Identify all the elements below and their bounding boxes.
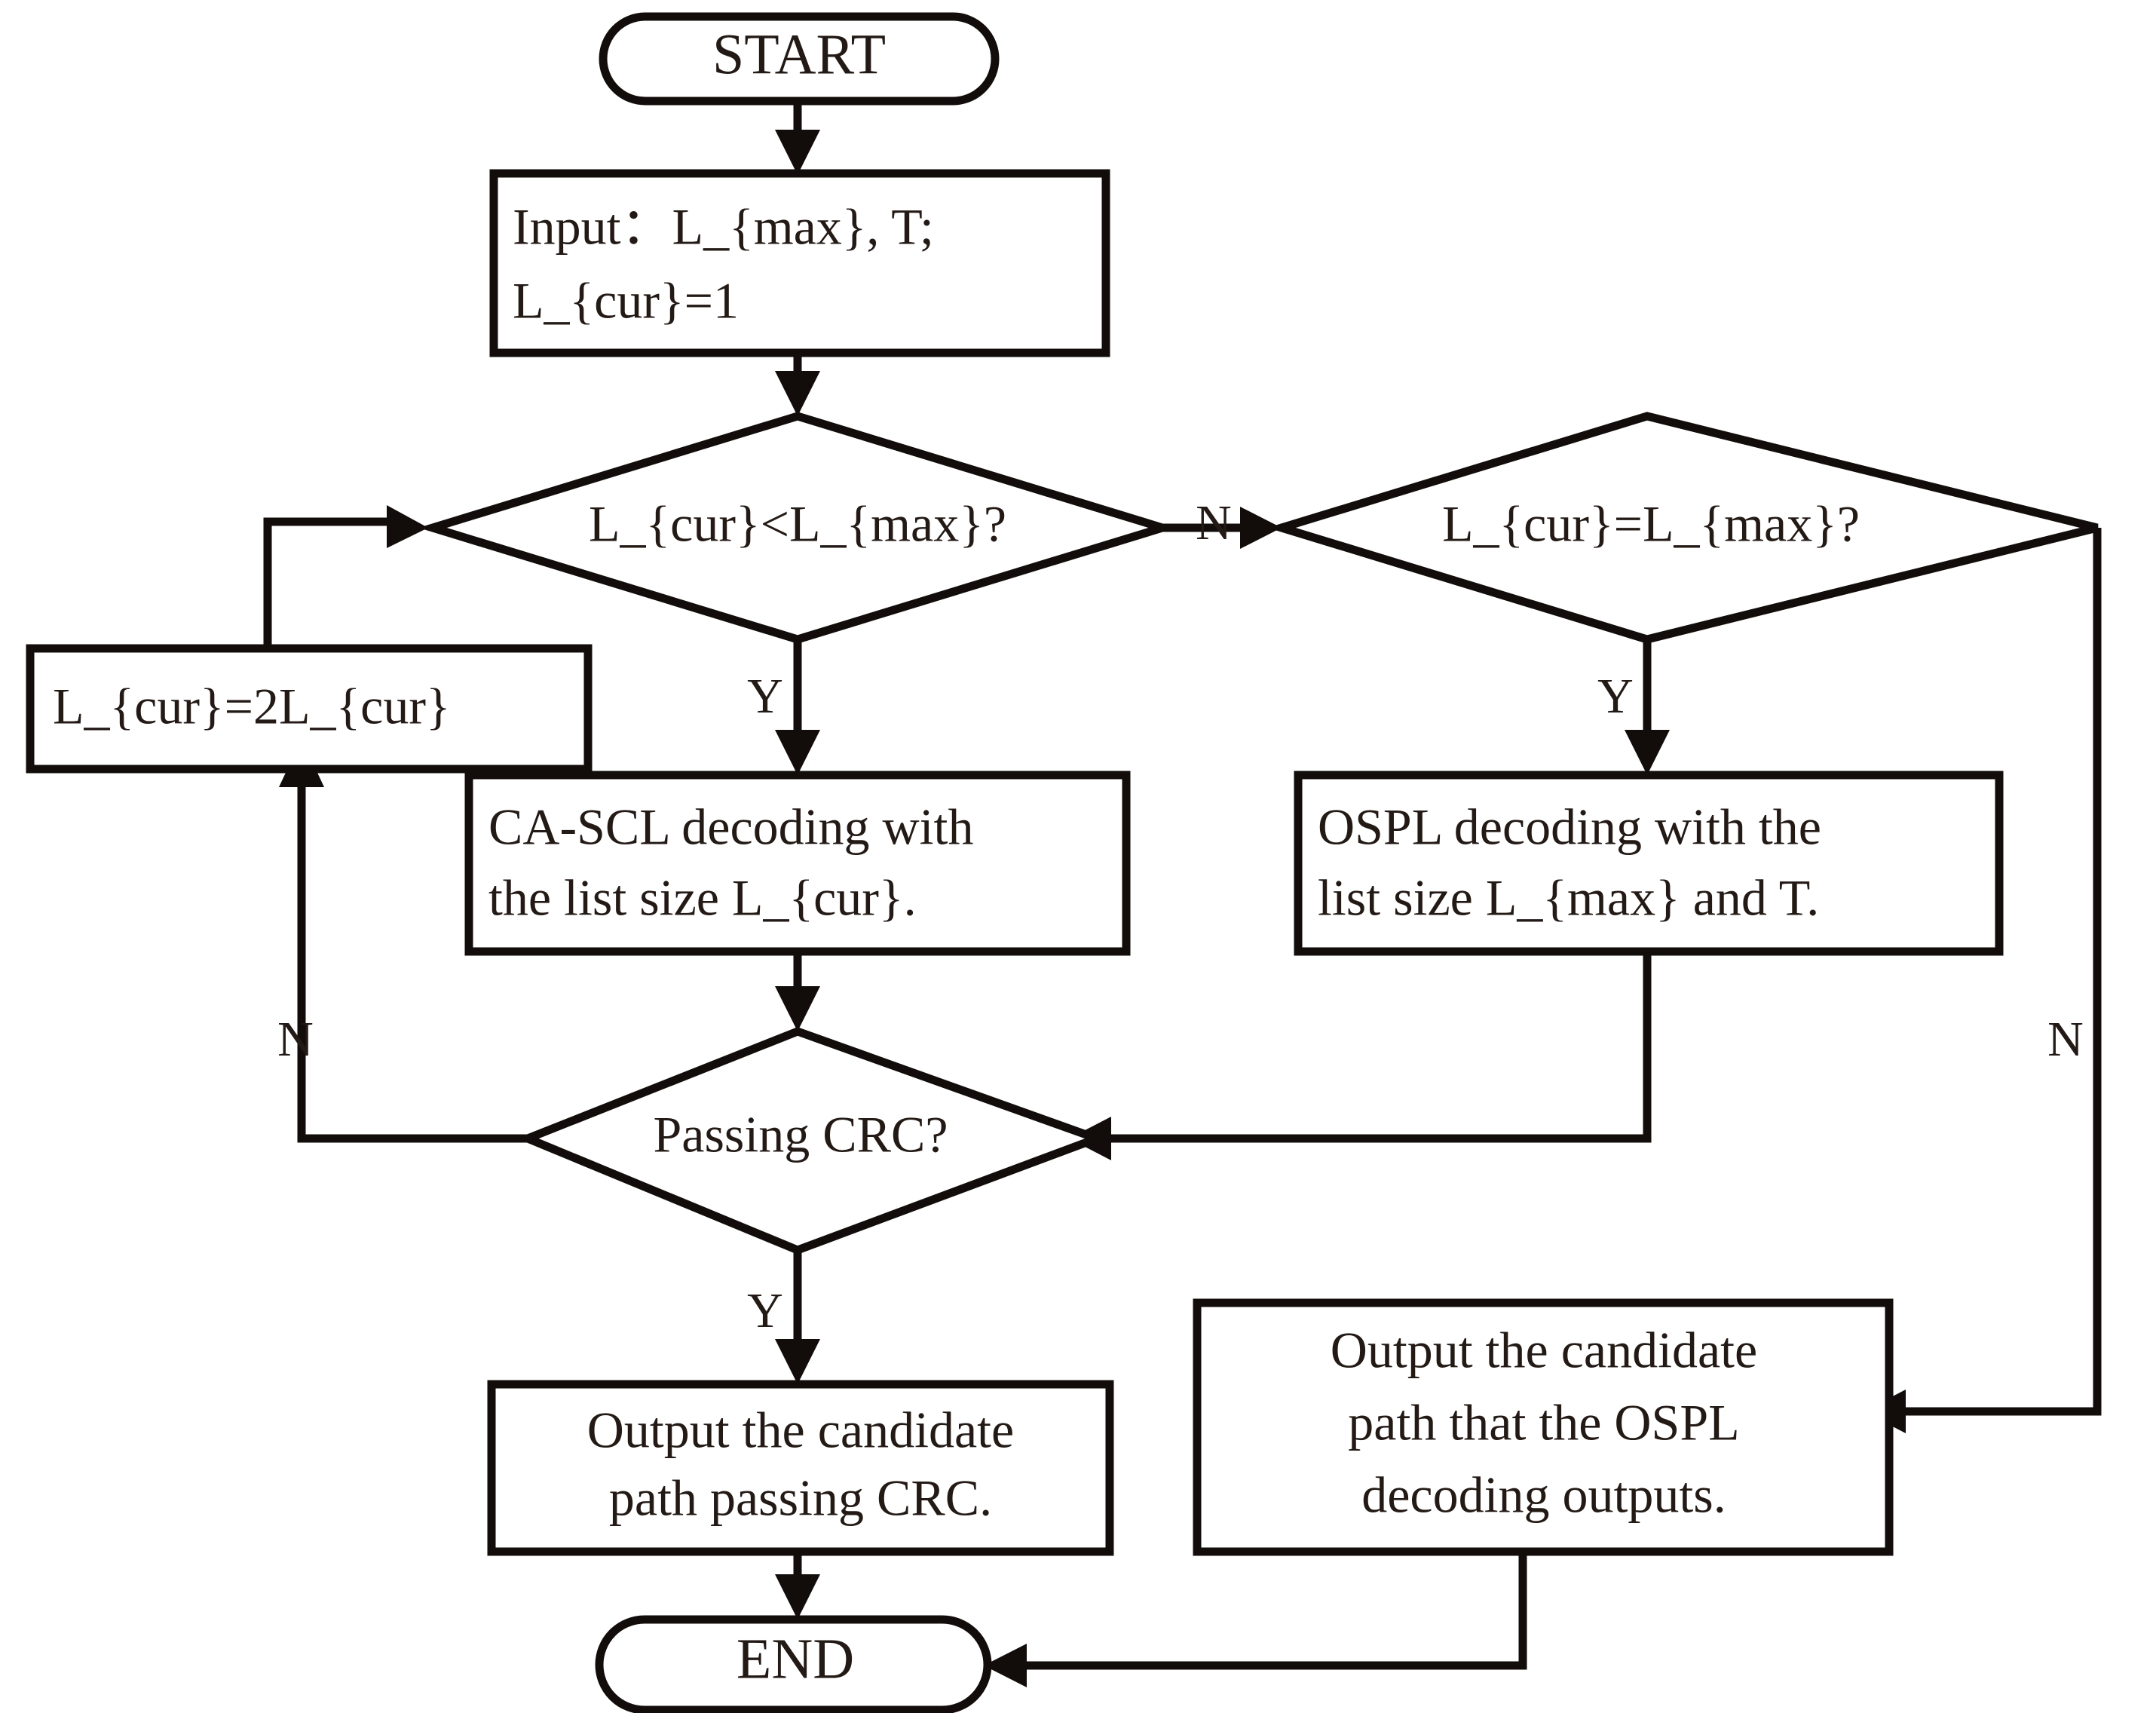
edge-decision-eq-yes-to-ospl [1625, 639, 1670, 775]
edge-decision-lt-no-to-decision-eq [1162, 507, 1282, 549]
node-output-ospl-line-2: path that the OSPL [1348, 1394, 1739, 1451]
node-end-label: END [737, 1627, 854, 1690]
edge-crc-yes-to-output-crc [775, 1250, 820, 1384]
node-input-line-1: Input：L_{max}, T; [513, 198, 934, 256]
node-input[interactable]: Input：L_{max}, T; L_{cur}=1 [489, 169, 1110, 357]
edge-label-lt-yes: Y [747, 669, 783, 724]
edge-label-eq-no: N [2047, 1012, 2084, 1067]
node-double-list[interactable]: L_{cur}=2L_{cur} [26, 644, 593, 774]
node-crc[interactable]: Passing CRC? [516, 1027, 1110, 1255]
edge-label-lt-no: N [1196, 495, 1232, 550]
edge-double-list-to-decision-lt [263, 505, 428, 648]
node-ospl-line-2: list size L_{max} and T. [1318, 869, 1819, 927]
node-output-ospl[interactable]: Output the candidate path that the OSPL … [1193, 1298, 1894, 1556]
node-decision-lt[interactable]: L_{cur}<L_{max}? [418, 412, 1177, 644]
node-ospl[interactable]: OSPL decoding with the list size L_{max}… [1294, 771, 2004, 956]
node-cascl-line-1: CA-SCL decoding with [488, 798, 973, 856]
node-end[interactable]: END [595, 1615, 992, 1713]
edge-ospl-to-crc [1069, 951, 1652, 1160]
node-decision-lt-label: L_{cur}<L_{max}? [589, 495, 1006, 553]
node-decision-eq[interactable]: L_{cur}=L_{max}? [1267, 412, 2099, 644]
node-ospl-line-1: OSPL decoding with the [1318, 798, 1821, 856]
node-cascl-line-2: the list size L_{cur}. [488, 869, 917, 927]
node-input-line-2: L_{cur}=1 [513, 272, 739, 329]
edge-start-to-input [775, 100, 820, 175]
edge-label-eq-yes: Y [1597, 669, 1634, 724]
node-start[interactable]: START [599, 12, 1000, 106]
edge-label-crc-yes: Y [747, 1283, 783, 1338]
edge-decision-lt-yes-to-cascl [775, 639, 820, 775]
node-output-crc-line-1: Output the candidate [587, 1402, 1014, 1459]
node-decision-eq-label: L_{cur}=L_{max}? [1442, 495, 1860, 553]
edge-output-crc-to-end [775, 1552, 820, 1620]
node-cascl[interactable]: CA-SCL decoding with the list size L_{cu… [464, 771, 1131, 956]
node-output-crc[interactable]: Output the candidate path passing CRC. [487, 1380, 1114, 1556]
node-start-label: START [712, 23, 886, 86]
edge-cascl-to-crc [775, 951, 820, 1031]
edge-decision-eq-no-to-output-ospl [1864, 528, 2102, 1433]
edge-label-crc-no: N [277, 1012, 314, 1067]
edge-input-to-decision-lt [775, 351, 820, 416]
edge-output-ospl-to-end [984, 1552, 1527, 1687]
node-crc-label: Passing CRC? [653, 1106, 948, 1163]
node-output-ospl-line-3: decoding outputs. [1361, 1466, 1726, 1524]
node-double-list-label: L_{cur}=2L_{cur} [53, 678, 451, 735]
node-output-ospl-line-1: Output the candidate [1331, 1322, 1757, 1379]
node-output-crc-line-2: path passing CRC. [609, 1469, 992, 1527]
